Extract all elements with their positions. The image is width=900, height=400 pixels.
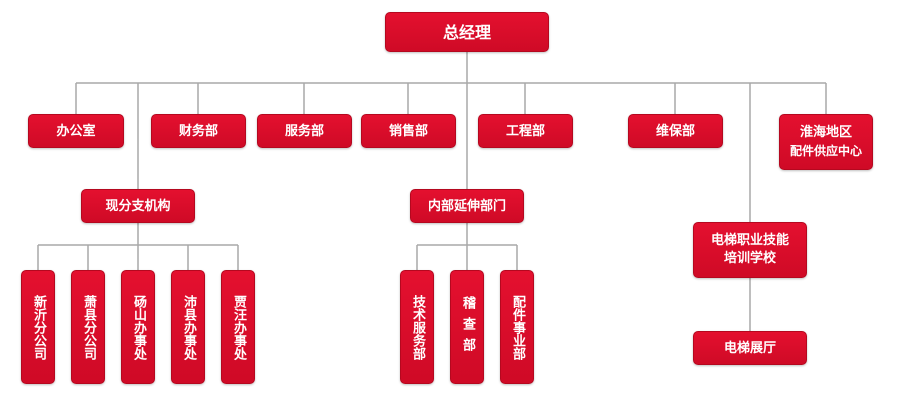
node-office: 办公室 bbox=[28, 114, 124, 148]
node-branch-xinyi: 新沂分公司 bbox=[21, 270, 55, 384]
node-training-school: 电梯职业技能 培训学校 bbox=[693, 222, 807, 278]
node-maintenance: 维保部 bbox=[628, 114, 723, 148]
node-tech-service: 技术服务部 bbox=[400, 270, 434, 384]
node-sales: 销售部 bbox=[361, 114, 456, 148]
node-internal-group: 内部延伸部门 bbox=[410, 189, 524, 223]
node-service: 服务部 bbox=[257, 114, 352, 148]
huaihai-line2: 配件供应中心 bbox=[789, 144, 862, 158]
node-finance: 财务部 bbox=[151, 114, 246, 148]
node-inspection: 稽查部 bbox=[450, 270, 484, 384]
school-line2: 培训学校 bbox=[723, 251, 776, 266]
node-showroom: 电梯展厅 bbox=[693, 331, 807, 365]
node-branches-group: 现分支机构 bbox=[81, 189, 195, 223]
node-huaihai-parts-center: 淮海地区 配件供应中心 bbox=[779, 114, 873, 170]
node-branch-xiaoxian: 萧县分公司 bbox=[71, 270, 105, 384]
school-line1: 电梯职业技能 bbox=[710, 233, 789, 248]
huaihai-line1: 淮海地区 bbox=[799, 125, 852, 140]
node-branch-jiawang: 贾汪办事处 bbox=[221, 270, 255, 384]
node-branch-dangshan: 砀山办事处 bbox=[121, 270, 155, 384]
node-parts-division: 配件事业部 bbox=[500, 270, 534, 384]
node-branch-peixian: 沛县办事处 bbox=[171, 270, 205, 384]
node-engineering: 工程部 bbox=[478, 114, 573, 148]
node-general-manager: 总经理 bbox=[385, 12, 549, 52]
